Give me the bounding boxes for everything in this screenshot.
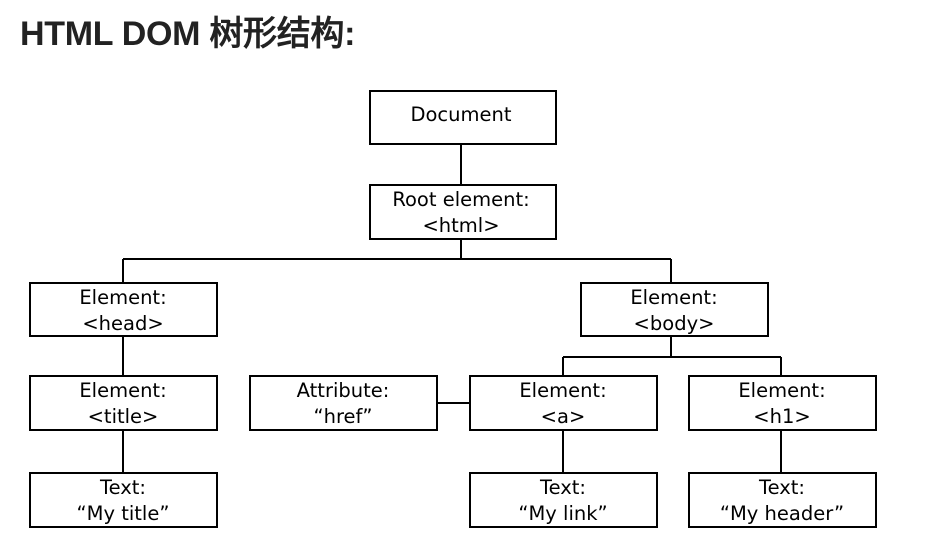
node-element-a: Element: <a> [469, 375, 658, 431]
node-text-my-title: Text: “My title” [29, 472, 218, 528]
node-text-my-link-label: Text: [539, 476, 586, 499]
node-element-a-tag: <a> [541, 405, 586, 428]
node-element-body-box [580, 282, 769, 337]
node-text-my-link-box [469, 472, 658, 528]
node-element-a-label: Element: [519, 379, 606, 402]
node-text-my-title-value: “My title” [77, 502, 170, 525]
node-attribute-href-label: Attribute: [297, 379, 390, 402]
node-element-head: Element: <head> [29, 282, 218, 337]
node-element-head-label: Element: [79, 286, 166, 309]
node-element-head-tag: <head> [82, 312, 163, 335]
node-text-my-title-label: Text: [99, 476, 146, 499]
node-text-my-title-box [29, 472, 218, 528]
node-element-h1-label: Element: [738, 379, 825, 402]
node-root-element-box [369, 184, 557, 240]
node-attribute-href: Attribute: “href” [249, 375, 438, 431]
node-text-my-link: Text: “My link” [469, 472, 658, 528]
node-document: Document [369, 90, 557, 145]
node-element-title-tag: <title> [88, 405, 159, 428]
node-element-body-tag: <body> [634, 312, 715, 335]
node-text-my-header-box [688, 472, 877, 528]
node-text-my-link-value: “My link” [518, 502, 607, 525]
node-document-label: Document [410, 103, 511, 126]
node-root-element-tag: <html> [422, 214, 499, 237]
connectors [122, 144, 782, 473]
node-text-my-header-value: “My header” [720, 502, 844, 525]
node-root-element: Root element: <html> [369, 184, 557, 240]
node-root-element-label: Root element: [392, 188, 529, 211]
node-text-my-header: Text: “My header” [688, 472, 877, 528]
page-title: HTML DOM 树形结构: [20, 15, 356, 53]
node-element-title-box [29, 375, 218, 431]
node-element-h1: Element: <h1> [688, 375, 877, 431]
node-element-h1-box [688, 375, 877, 431]
node-element-h1-tag: <h1> [753, 405, 810, 428]
node-element-body: Element: <body> [580, 282, 769, 337]
node-element-title: Element: <title> [29, 375, 218, 431]
node-element-head-box [29, 282, 218, 337]
node-attribute-href-box [249, 375, 438, 431]
node-text-my-header-label: Text: [758, 476, 805, 499]
node-document-box [369, 90, 557, 145]
node-element-title-label: Element: [79, 379, 166, 402]
node-element-body-label: Element: [630, 286, 717, 309]
node-attribute-href-value: “href” [313, 405, 372, 428]
node-element-a-box [469, 375, 658, 431]
